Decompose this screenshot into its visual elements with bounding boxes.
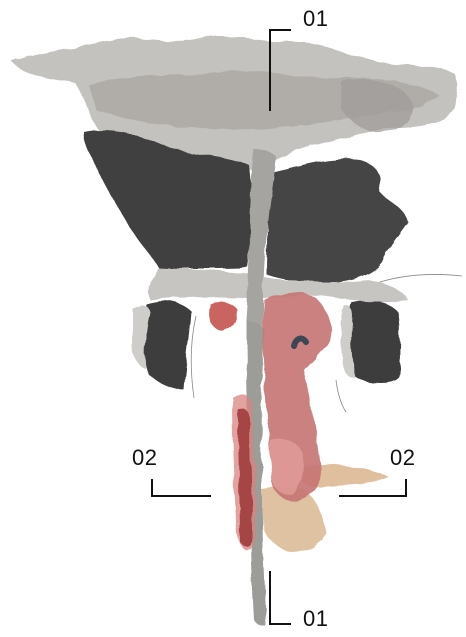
section-label-top: 01 — [303, 8, 328, 30]
upper-gray-mass — [12, 36, 458, 172]
deep-red-strip — [238, 409, 252, 545]
sketch-line-right-lower — [336, 380, 346, 412]
section-marker-left — [152, 480, 210, 496]
red-small-block — [208, 302, 238, 332]
section-label-right: 02 — [390, 447, 415, 469]
section-label-bottom: 01 — [303, 608, 328, 630]
dark-block-upper-right — [266, 159, 408, 282]
dark-blocks — [84, 130, 408, 390]
sketch-line-left — [191, 316, 196, 398]
sketch-line-right — [380, 274, 462, 282]
section-label-left: 02 — [132, 447, 157, 469]
section-marker-bottom — [270, 572, 290, 624]
